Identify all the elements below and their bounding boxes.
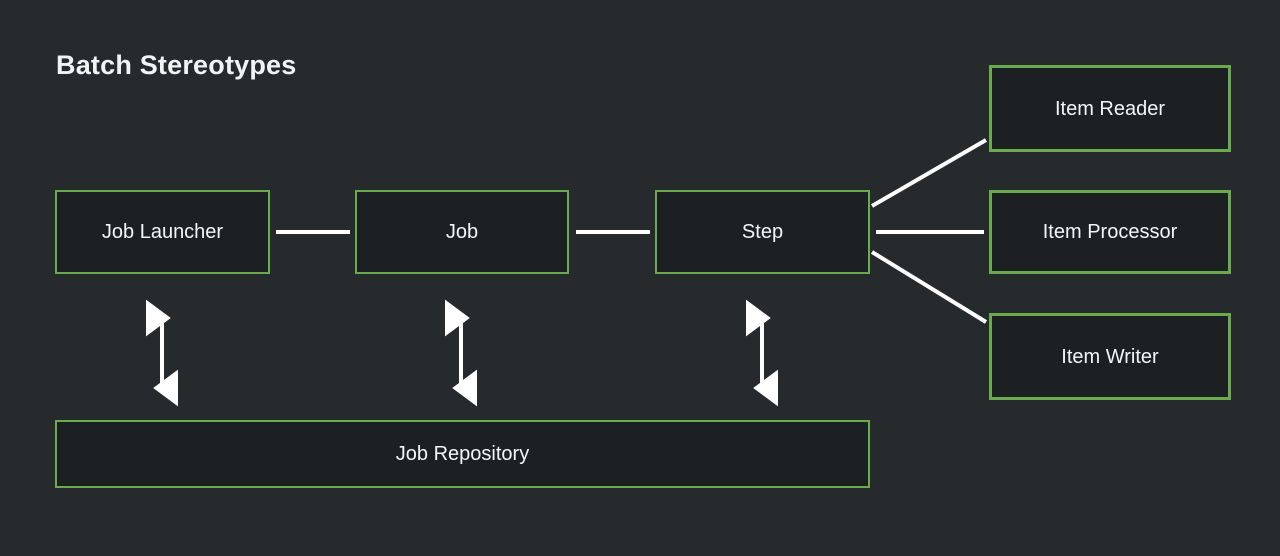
- node-item-writer-label: Item Writer: [1061, 345, 1159, 368]
- node-job-label: Job: [445, 221, 479, 243]
- node-item-writer[interactable]: Item Writer: [989, 313, 1231, 400]
- connector-step-to-item-writer: [870, 250, 988, 324]
- connector-job-launcher-to-job: [276, 230, 350, 234]
- node-job-repository[interactable]: Job Repository: [55, 420, 870, 488]
- node-job-launcher[interactable]: Job Launcher: [55, 190, 270, 274]
- node-item-processor[interactable]: Item Processor: [989, 190, 1231, 274]
- node-item-reader-label: Item Reader: [1054, 97, 1166, 120]
- connector-step-to-item-processor: [876, 230, 984, 234]
- connector-step-to-item-reader: [870, 138, 988, 208]
- node-step-label: Step: [741, 221, 784, 243]
- node-job[interactable]: Job: [355, 190, 569, 274]
- node-step[interactable]: Step: [655, 190, 870, 274]
- diagram-title: Batch Stereotypes: [56, 50, 297, 80]
- node-job-repository-label: Job Repository: [395, 443, 530, 465]
- node-job-launcher-label: Job Launcher: [101, 221, 224, 243]
- node-item-processor-label: Item Processor: [1042, 221, 1178, 243]
- node-item-reader[interactable]: Item Reader: [989, 65, 1231, 152]
- connector-job-to-step: [576, 230, 650, 234]
